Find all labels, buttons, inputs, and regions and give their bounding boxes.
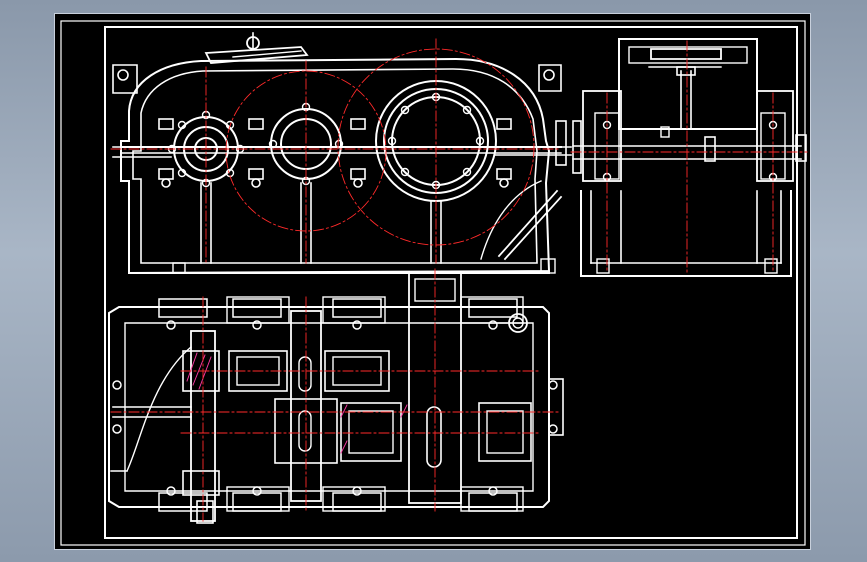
plan-housing-outline [108,306,550,508]
side-housing-top-inner [628,46,748,64]
flange-bolt-bosses [158,118,512,188]
side-bearing-left [582,90,622,182]
right-lug [538,64,562,92]
plan-gear-upper-left [228,350,288,392]
plan-housing-inner [124,322,534,492]
side-view [572,38,807,277]
side-centerlines [570,40,808,274]
plan-flange-bolts [112,298,558,512]
right-lug-bolt-icon [543,69,555,81]
side-bearing-right [756,90,794,182]
base-foot-left [172,262,186,274]
housing-cover-outline [120,57,551,275]
input-pitch-circle [225,70,387,232]
base-foot-right [540,258,556,274]
cad-viewport[interactable] [54,13,811,550]
support-ribs [200,182,442,264]
housing-inner-outline [132,68,538,264]
left-lug-bolt-icon [117,69,129,81]
front-elevation-view [112,32,572,275]
gear-reducer-assembly-drawing [60,20,808,546]
plan-output-gear [478,402,532,462]
side-housing-top [618,38,758,130]
intermediate-bearing-inner [280,118,332,170]
section-break-curve [480,180,542,260]
inspection-hatch [204,46,309,64]
plan-centerlines [110,268,562,522]
plan-break-curve [126,346,192,472]
coupling-flange [555,120,567,166]
side-breather-icon [650,48,722,60]
side-base-outline [580,190,792,277]
left-lug [112,64,138,94]
drawing-frame [104,26,798,539]
outer-border [60,20,806,546]
plan-section-view [108,272,564,524]
front-centerlines [110,38,562,264]
output-bearing-ring [383,88,489,194]
oil-dipstick [497,189,559,258]
